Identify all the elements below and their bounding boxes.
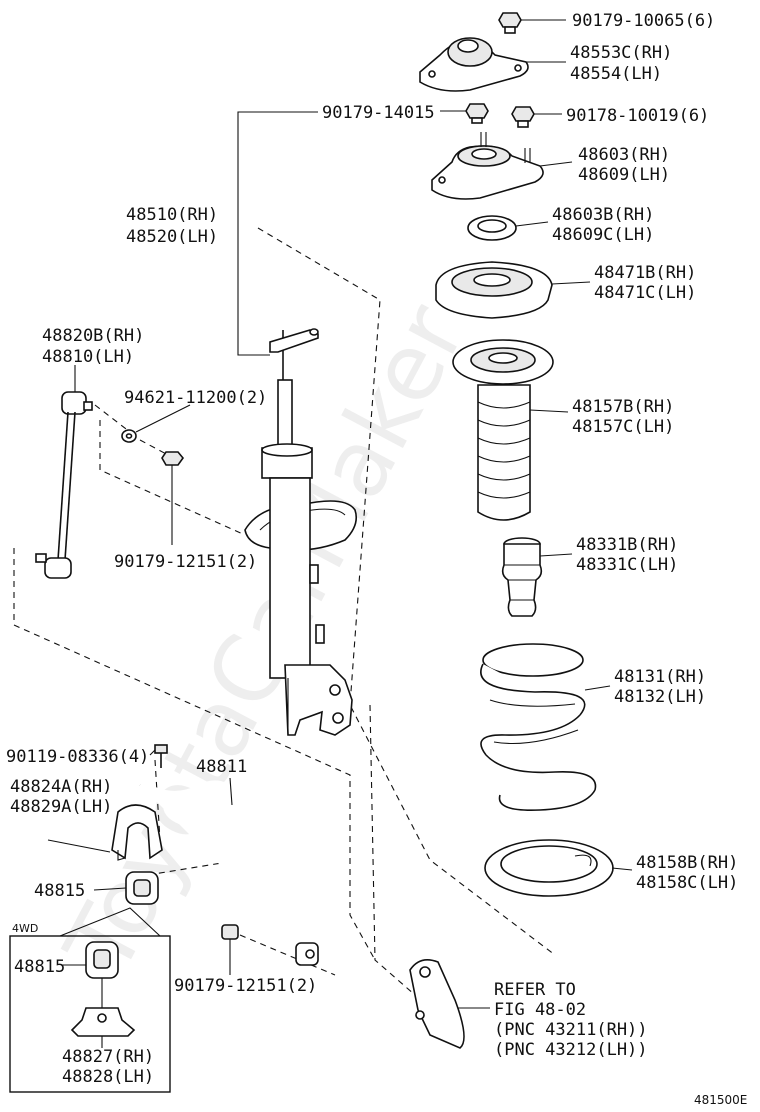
bump-stop-48331b (501, 537, 543, 617)
label-48811: 48811 (196, 757, 247, 777)
nut-90178-10019 (511, 106, 535, 128)
label-4wd: 4WD (12, 922, 38, 935)
part-labels: 90179-10065(6) 48553C(RH) 48554(LH) 9017… (6, 11, 747, 1107)
washer-94621 (121, 429, 137, 443)
label-48132: 48132(LH) (614, 687, 706, 707)
nut-90179-12151-lower (221, 924, 239, 940)
label-refer-pnc-rh: (PNC 43211(RH)) (494, 1020, 648, 1040)
label-48603b: 48603B(RH) (552, 205, 654, 225)
label-48157b: 48157B(RH) (572, 397, 674, 417)
label-48815-4wd: 48815 (14, 957, 65, 977)
label-48331c: 48331C(LH) (576, 555, 678, 575)
label-48820b: 48820B(RH) (42, 326, 144, 346)
assembly-dash-lines (13, 227, 556, 996)
label-48157c: 48157C(LH) (572, 417, 674, 437)
label-48158c: 48158C(LH) (636, 873, 738, 893)
label-48158b: 48158B(RH) (636, 853, 738, 873)
nut-90179-10065 (498, 12, 522, 34)
label-90119: 90119-08336(4) (6, 747, 149, 767)
stabilizer-bar-48811 (136, 780, 319, 966)
label-90179-14015: 90179-14015 (322, 103, 435, 123)
bearing-48603b (467, 215, 517, 241)
label-48520: 48520(LH) (126, 227, 218, 247)
strut-48510 (244, 328, 358, 736)
boot-48157b (452, 339, 554, 521)
label-48331b: 48331B(RH) (576, 535, 678, 555)
nut-90179-12151-upper (161, 451, 185, 466)
spring-seat-48471b (435, 261, 553, 319)
bolt-90119 (154, 744, 168, 768)
label-48810: 48810(LH) (42, 347, 134, 367)
label-48824a: 48824A(RH) (10, 777, 112, 797)
label-90179-10065: 90179-10065(6) (572, 11, 715, 31)
label-48828: 48828(LH) (62, 1067, 154, 1087)
coil-spring-48131 (480, 643, 597, 812)
label-refer-fig: FIG 48-02 (494, 1000, 586, 1020)
diagram-code: 481500E (694, 1093, 747, 1107)
label-48815-main: 48815 (34, 881, 85, 901)
stabilizer-link-48820b (35, 391, 93, 579)
nut-90179-14015 (465, 103, 489, 124)
bracket-48824a (111, 804, 163, 861)
lower-seat-48158b (484, 839, 614, 897)
label-90179-12151-upper: 90179-12151(2) (114, 552, 257, 572)
label-48510: 48510(RH) (126, 205, 218, 225)
label-48131: 48131(RH) (614, 667, 706, 687)
label-94621: 94621-11200(2) (124, 388, 267, 408)
label-90179-12151-lower: 90179-12151(2) (174, 976, 317, 996)
label-48827: 48827(RH) (62, 1047, 154, 1067)
label-refer-pnc-lh: (PNC 43212(LH)) (494, 1040, 648, 1060)
label-48603: 48603(RH) (578, 145, 670, 165)
knuckle-ref (409, 959, 465, 1049)
leader-lines (47, 19, 633, 1048)
label-48471b: 48471B(RH) (594, 263, 696, 283)
bushing-48815 (125, 871, 159, 905)
label-48609c: 48609C(LH) (552, 225, 654, 245)
4wd-inset (9, 907, 171, 1093)
label-48554: 48554(LH) (570, 64, 662, 84)
label-refer-to: REFER TO (494, 980, 576, 1000)
label-48471c: 48471C(LH) (594, 283, 696, 303)
label-48829a: 48829A(LH) (10, 797, 112, 817)
upper-support-48553c (419, 37, 529, 92)
label-48553c: 48553C(RH) (570, 43, 672, 63)
strut-mount-48603 (431, 132, 544, 200)
label-90178-10019: 90178-10019(6) (566, 106, 709, 126)
label-48609: 48609(LH) (578, 165, 670, 185)
